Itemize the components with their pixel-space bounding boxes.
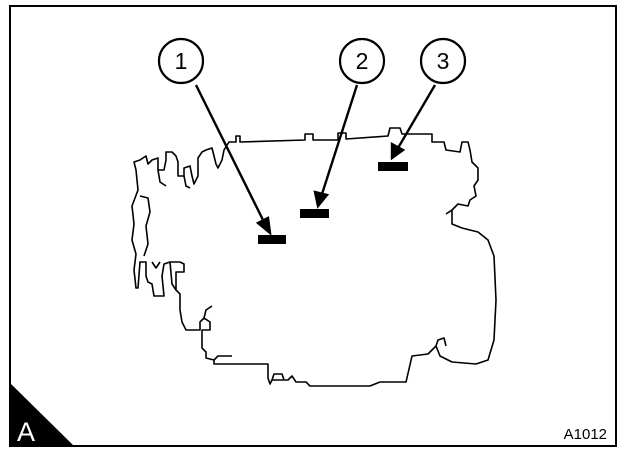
figure-code: A1012 [564, 426, 607, 443]
arrowhead-3 [390, 141, 406, 161]
leader-line-1 [194, 84, 266, 223]
leader-arrows [194, 84, 437, 236]
location-marker-3 [378, 162, 408, 171]
arrowhead-2 [313, 190, 330, 209]
location-marker-2 [300, 209, 329, 218]
callout-circle-3 [419, 37, 467, 85]
arrowhead-1 [255, 216, 272, 236]
callout-3: 3 [419, 37, 467, 85]
figure-frame [9, 5, 617, 447]
corner-label: A [17, 417, 35, 447]
callout-number-1: 1 [175, 48, 188, 74]
corner-triangle [10, 383, 74, 446]
leader-line-2 [320, 84, 359, 195]
callout-1: 1 [157, 37, 205, 85]
callout-number-3: 3 [437, 48, 450, 74]
callout-2: 2 [338, 37, 386, 85]
callout-number-2: 2 [356, 48, 369, 74]
leader-line-3 [396, 84, 437, 149]
location-marker-1 [258, 235, 286, 244]
callout-circle-1 [157, 37, 205, 85]
engine-outline-icon [131, 127, 497, 387]
callout-circle-2 [338, 37, 386, 85]
